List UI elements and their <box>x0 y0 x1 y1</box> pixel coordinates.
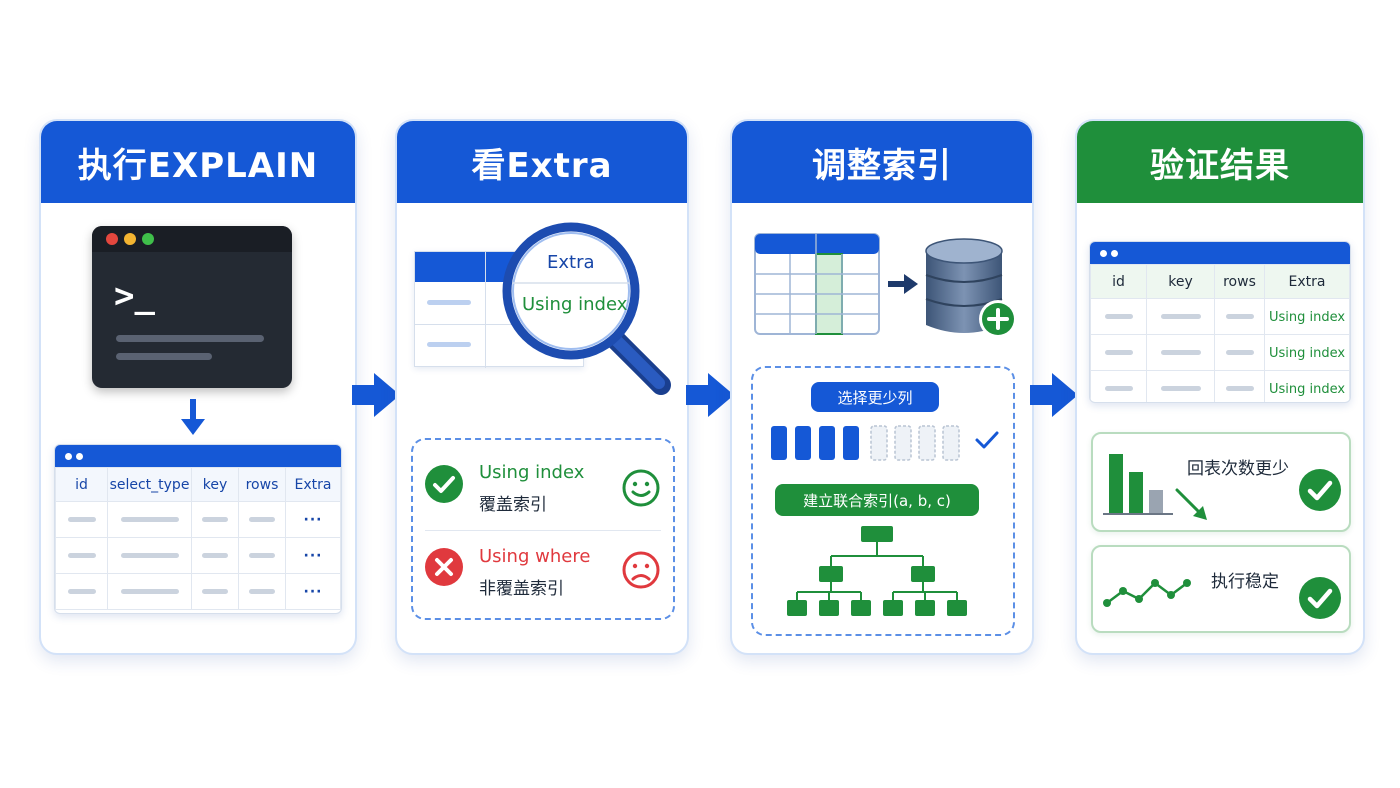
right-arrow-icon <box>1030 373 1078 417</box>
window-dot <box>1111 250 1118 257</box>
table-titlebar <box>55 445 341 467</box>
column-header-extra: Extra <box>285 467 341 502</box>
lens-value: Using index <box>522 294 628 315</box>
step-card-adjust-index: 调整索引 选择更少列 <box>730 119 1034 655</box>
terminal-output-line <box>116 353 212 360</box>
result-stable-execution-label: 执行稳定 <box>1211 572 1279 592</box>
extra-cell: ··· <box>303 583 323 600</box>
good-sub: 覆盖索引 <box>479 495 547 515</box>
extra-cell: ··· <box>303 511 323 528</box>
column-header-id: id <box>1090 264 1147 299</box>
good-label: Using index <box>479 462 585 483</box>
table-row: ··· <box>55 501 341 538</box>
column-header-select-type: select_type <box>107 467 192 502</box>
result-fewer-lookups-label: 回表次数更少 <box>1187 459 1289 479</box>
right-arrow-icon <box>686 373 734 417</box>
step-title-explain: 执行EXPLAIN <box>41 121 355 203</box>
step-card-extra: 看Extra Extra Using index Using index 覆盖索… <box>395 119 689 655</box>
table-row: ··· <box>55 573 341 610</box>
close-dot <box>106 233 118 245</box>
btree-icon <box>787 526 967 616</box>
index-strategy-box: 选择更少列 建立联合索引(a, b, c) <box>751 366 1015 636</box>
explain-result-table: id select_type key rows Extra ··· ··· <box>54 444 342 614</box>
extra-comparison-box: Using index 覆盖索引 Using where 非覆盖索引 <box>411 438 675 620</box>
column-header-extra: Extra <box>1264 264 1350 299</box>
bad-sub: 非覆盖索引 <box>479 579 564 599</box>
right-arrow-small-icon <box>888 274 918 294</box>
table-row: Using index <box>1090 370 1350 402</box>
maximize-dot <box>142 233 154 245</box>
window-dot <box>65 453 72 460</box>
select-fewer-columns-pill: 选择更少列 <box>811 382 939 412</box>
window-dot <box>76 453 83 460</box>
terminal-prompt: >_ <box>114 276 155 316</box>
step-card-verify: 验证结果 id key rows Extra Using index Usin <box>1075 119 1365 655</box>
table-titlebar <box>1090 242 1350 264</box>
right-arrow-icon <box>352 373 400 417</box>
trend-line-icon <box>1103 579 1191 607</box>
terminal-window: >_ <box>92 226 292 388</box>
composite-index-pill: 建立联合索引(a, b, c) <box>775 484 979 516</box>
extra-cell: Using index <box>1268 381 1346 397</box>
decreasing-bars-icon <box>1103 454 1207 520</box>
window-dot <box>1100 250 1107 257</box>
step-title-adjust-index: 调整索引 <box>732 121 1032 203</box>
column-header-key: key <box>191 467 239 502</box>
lens-header: Extra <box>547 252 595 273</box>
result-stable-execution: 执行稳定 <box>1091 545 1351 633</box>
table-grid-icon <box>754 233 880 335</box>
sad-face-icon <box>622 551 660 589</box>
extra-cell: ··· <box>303 547 323 564</box>
magnifier-icon <box>502 222 671 395</box>
step-card-explain: 执行EXPLAIN >_ id select_type key rows Ext… <box>39 119 357 655</box>
check-icon <box>1299 469 1341 511</box>
smile-icon <box>622 469 660 507</box>
check-icon <box>425 465 463 503</box>
column-header-rows: rows <box>1214 264 1265 299</box>
column-header-rows: rows <box>238 467 286 502</box>
bad-label: Using where <box>479 546 591 567</box>
step-title-verify: 验证结果 <box>1077 121 1363 203</box>
column-header-key: key <box>1146 264 1215 299</box>
database-add-icon <box>925 238 1017 338</box>
cross-icon <box>425 548 463 586</box>
table-row: Using index <box>1090 298 1350 335</box>
table-row: Using index <box>1090 334 1350 371</box>
divider <box>425 530 661 531</box>
result-fewer-lookups: 回表次数更少 <box>1091 432 1351 532</box>
step-title-extra: 看Extra <box>397 121 687 203</box>
check-icon <box>1299 577 1341 619</box>
extra-cell: Using index <box>1268 309 1346 325</box>
extra-cell: Using index <box>1268 345 1346 361</box>
column-selection-icon <box>771 425 999 461</box>
down-arrow-icon <box>181 399 205 435</box>
verify-result-table: id key rows Extra Using index Using inde… <box>1089 241 1351 403</box>
terminal-titlebar <box>92 226 292 252</box>
column-header-id: id <box>55 467 108 502</box>
minimize-dot <box>124 233 136 245</box>
table-row: ··· <box>55 537 341 574</box>
terminal-output-line <box>116 335 264 342</box>
